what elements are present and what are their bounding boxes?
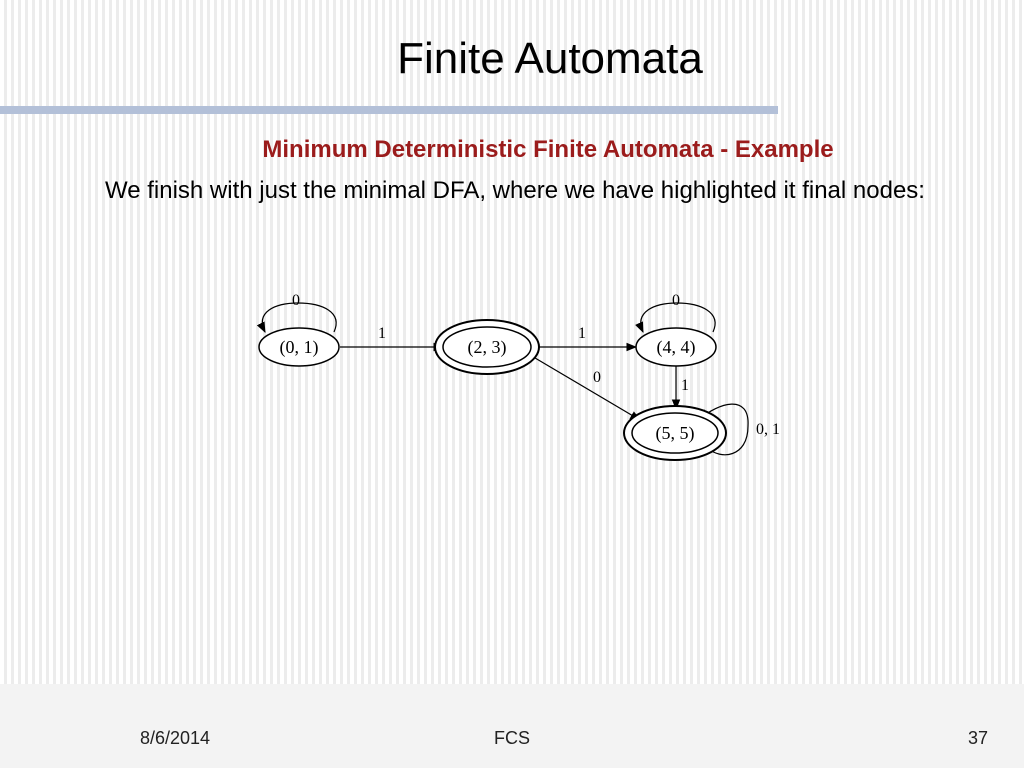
- edge-23-to-55: [529, 354, 641, 421]
- state-label: (2, 3): [468, 337, 507, 358]
- title-underline-bar: [0, 106, 778, 114]
- state-label: (4, 4): [657, 337, 696, 358]
- loop-55: [699, 403, 749, 456]
- loop-44: [635, 302, 716, 333]
- label-loop-01: 0: [292, 292, 300, 309]
- loop-01: [256, 302, 337, 333]
- footer-band: [0, 684, 1024, 768]
- state-label: (5, 5): [656, 423, 695, 444]
- slide-title: Finite Automata: [397, 34, 703, 83]
- state-5-5: (5, 5): [623, 405, 727, 461]
- footer-page-number: 37: [967, 728, 988, 748]
- state-4-4: (4, 4): [635, 327, 717, 367]
- label-loop-44: 0: [672, 292, 680, 309]
- slide-subtitle: Minimum Deterministic Finite Automata - …: [262, 136, 834, 163]
- label-44-to-55: 1: [681, 377, 689, 394]
- footer-course: FCS: [494, 728, 530, 748]
- label-23-to-44: 1: [578, 325, 586, 342]
- label-23-to-55: 0: [593, 369, 601, 386]
- footer-date: 8/6/2014: [140, 728, 211, 748]
- label-01-to-23: 1: [378, 325, 386, 342]
- body-text: We finish with just the minimal DFA, whe…: [105, 177, 925, 204]
- label-loop-55: 0, 1: [756, 421, 780, 438]
- state-0-1: (0, 1): [258, 327, 340, 367]
- state-2-3: (2, 3): [434, 319, 540, 375]
- state-label: (0, 1): [280, 337, 319, 358]
